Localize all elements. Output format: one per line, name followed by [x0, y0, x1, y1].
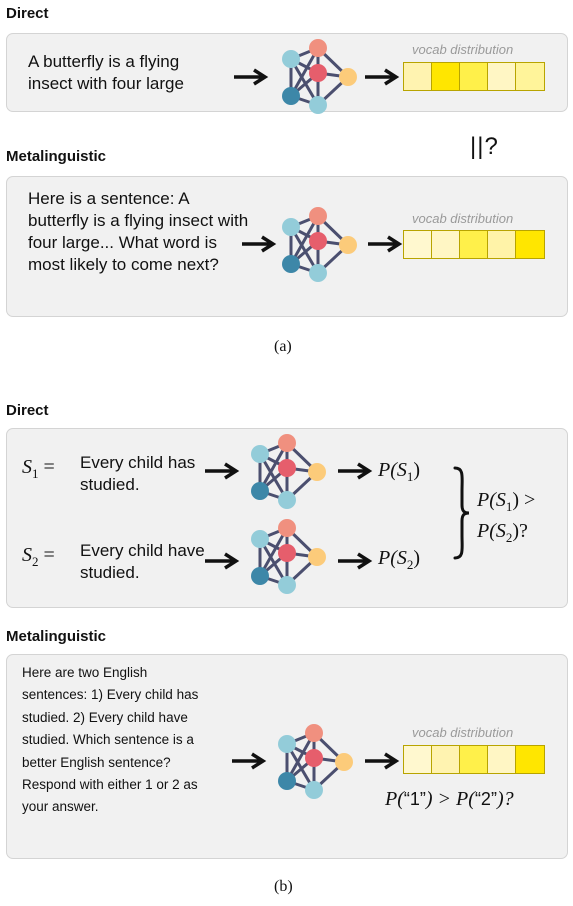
network-node: [309, 96, 327, 114]
network-node: [339, 236, 357, 254]
vocab-cell: [488, 746, 516, 773]
curly-brace-icon: [453, 466, 470, 560]
network-node: [251, 445, 269, 463]
vocab-cell: [516, 231, 544, 258]
arrow-icon: [242, 235, 277, 253]
vocab-distribution-bar: [403, 230, 545, 259]
network-node: [309, 232, 327, 250]
vocab-distribution-label: vocab distribution: [412, 725, 514, 740]
network-node: [308, 463, 326, 481]
network-node: [305, 749, 323, 767]
s1-sentence: Every child has studied.: [80, 453, 196, 494]
network-node: [309, 264, 327, 282]
arrow-icon: [205, 552, 240, 570]
arrow-icon: [365, 752, 400, 770]
arrow-icon: [232, 752, 267, 770]
network-node: [308, 548, 326, 566]
vocab-cell: [460, 746, 488, 773]
network-node: [305, 724, 323, 742]
network-node: [278, 434, 296, 452]
network-node: [335, 753, 353, 771]
network-node: [282, 255, 300, 273]
vocab-distribution-label: vocab distribution: [412, 42, 514, 57]
arrow-icon: [234, 68, 269, 86]
network-node: [251, 567, 269, 585]
vocab-distribution-label: vocab distribution: [412, 211, 514, 226]
network-node: [339, 68, 357, 86]
neural-network-icon: [251, 519, 326, 594]
vocab-cell: [432, 746, 460, 773]
vocab-cell: [404, 231, 432, 258]
neural-network-icon: [282, 207, 357, 282]
vocab-cell: [460, 231, 488, 258]
vocab-distribution-bar: [403, 62, 545, 91]
network-node: [278, 735, 296, 753]
metalinguistic-prompt-text-a: Here is a sentence: A butterfly is a fly…: [28, 189, 249, 274]
vocab-cell: [404, 746, 432, 773]
compare-line-1: P(S1) >: [477, 489, 536, 514]
p-s1: P(S1): [378, 459, 421, 484]
arrow-icon: [338, 462, 373, 480]
network-node: [278, 491, 296, 509]
direct-prompt-text-a: A butterfly is a flying insect with four…: [28, 52, 184, 93]
network-node: [282, 87, 300, 105]
network-node: [278, 519, 296, 537]
metalinguistic-formula: P(“1”) > P(“2”)?: [385, 788, 514, 810]
neural-network-icon: [251, 434, 326, 509]
vocab-cell: [516, 63, 544, 90]
vocab-cell: [488, 63, 516, 90]
vocab-distribution-bar: [403, 745, 545, 774]
s2-sentence: Every child have studied.: [80, 541, 205, 582]
network-node: [251, 530, 269, 548]
network-node: [278, 459, 296, 477]
network-node: [282, 218, 300, 236]
network-node: [278, 576, 296, 594]
arrow-icon: [205, 462, 240, 480]
caption-a: (a): [274, 338, 292, 355]
neural-network-icon: [282, 39, 357, 114]
vocab-cell: [404, 63, 432, 90]
not-equal-question-mark: ||?: [470, 133, 499, 160]
s1-label: S1 =: [22, 456, 55, 481]
network-node: [309, 64, 327, 82]
vocab-cell: [432, 63, 460, 90]
vocab-cell: [488, 231, 516, 258]
compare-line-2: P(S2)?: [477, 520, 528, 545]
neural-network-icon: [278, 724, 353, 799]
vocab-cell: [516, 746, 544, 773]
network-node: [278, 544, 296, 562]
network-node: [251, 482, 269, 500]
network-node: [305, 781, 323, 799]
network-node: [278, 772, 296, 790]
network-node: [309, 39, 327, 57]
caption-b: (b): [274, 878, 293, 895]
vocab-cell: [432, 231, 460, 258]
metalinguistic-heading-a: Metalinguistic: [6, 148, 107, 165]
network-node: [282, 50, 300, 68]
metalinguistic-heading-b: Metalinguistic: [6, 628, 107, 645]
p-s2: P(S2): [378, 547, 421, 572]
arrow-icon: [368, 235, 403, 253]
network-node: [309, 207, 327, 225]
arrow-icon: [365, 68, 400, 86]
s2-label: S2 =: [22, 544, 55, 569]
direct-heading-b: Direct: [6, 402, 49, 419]
direct-heading-a: Direct: [6, 5, 49, 22]
arrow-icon: [338, 552, 373, 570]
vocab-cell: [460, 63, 488, 90]
metalinguistic-prompt-text-b: Here are two English sentences: 1) Every…: [22, 665, 199, 815]
